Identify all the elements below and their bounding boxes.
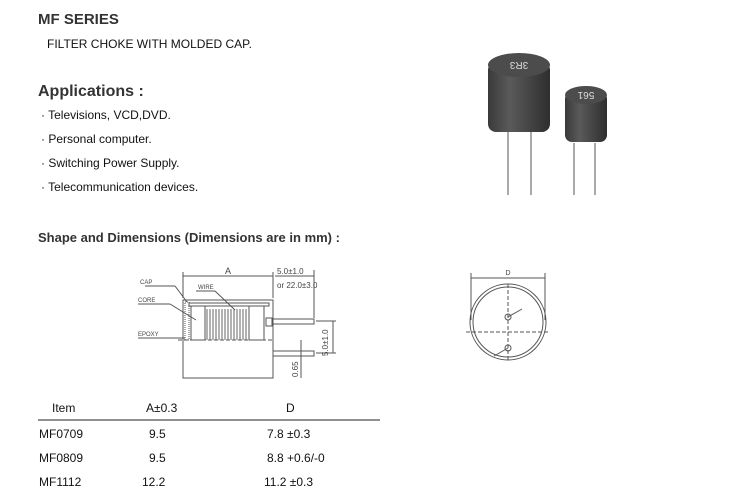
table-cell: 8.8 +0.6/-0 <box>267 451 325 465</box>
series-title: MF SERIES <box>38 11 119 28</box>
marking-large: 3R3 <box>509 59 528 70</box>
table-cell: 11.2 ±0.3 <box>264 475 314 489</box>
table-header: D <box>286 401 295 415</box>
application-item: · Televisions, VCD,DVD. <box>41 108 171 122</box>
table-header: Item <box>52 401 76 415</box>
offset-label: 0.65 <box>291 361 300 377</box>
marking-small: 561 <box>577 89 594 100</box>
table-cell: MF0709 <box>39 427 84 441</box>
shape-heading: Shape and Dimensions (Dimensions are in … <box>38 230 340 245</box>
lead-length-alt-label: or 22.0±3.0 <box>277 281 318 290</box>
table-cell: MF0809 <box>39 451 84 465</box>
applications-heading: Applications : <box>38 83 144 100</box>
application-item: · Telecommunication devices. <box>41 180 199 194</box>
core-label: CORE <box>138 298 155 304</box>
epoxy-label: EPOXY <box>138 332 159 338</box>
table-cell: 9.5 <box>149 427 166 441</box>
side-view-drawing <box>138 270 336 379</box>
product-photo <box>488 53 607 195</box>
dim-a-label: A <box>225 266 231 276</box>
application-item: · Switching Power Supply. <box>41 156 180 170</box>
table-cell: 9.5 <box>149 451 166 465</box>
lead-length-label: 5.0±1.0 <box>277 267 304 276</box>
application-item: · Personal computer. <box>41 132 152 146</box>
wire-label: WIRE <box>198 285 214 291</box>
pitch-label: 5.0±1.0 <box>321 329 330 356</box>
dim-d-label: D <box>505 270 510 277</box>
table-cell: 7.8 ±0.3 <box>267 427 311 441</box>
cap-label: CAP <box>140 280 152 286</box>
table-header: A±0.3 <box>146 401 178 415</box>
table-cell: MF1112 <box>39 475 82 489</box>
table-cell: 12.2 <box>142 475 166 489</box>
end-view-drawing <box>466 273 550 362</box>
series-subtitle: FILTER CHOKE WITH MOLDED CAP. <box>47 37 252 51</box>
